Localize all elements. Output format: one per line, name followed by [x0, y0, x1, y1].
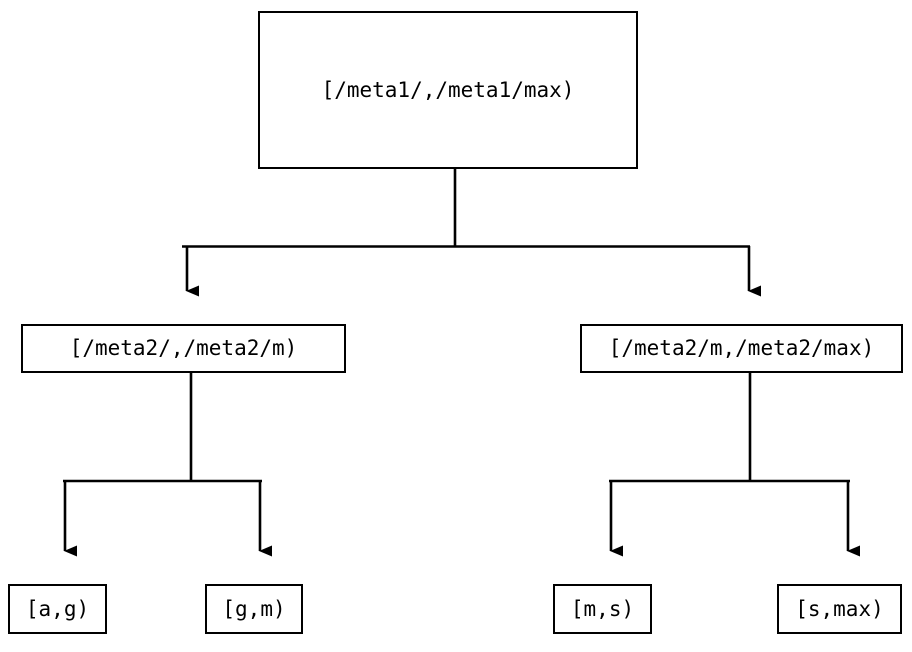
edge-level2-left-to-leaves	[63, 373, 272, 557]
tree-node-leaf-m-s[interactable]: [m,s)	[553, 584, 652, 634]
tree-node-level2-right[interactable]: [/meta2/m,/meta2/max)	[580, 324, 903, 373]
tree-node-root[interactable]: [/meta1/,/meta1/max)	[258, 11, 638, 169]
tree-node-leaf-m-s-label: [m,s)	[570, 596, 635, 621]
edge-root-to-level2	[182, 169, 761, 297]
tree-node-leaf-g-m-label: [g,m)	[222, 596, 286, 621]
edge-level2-right-to-leaves	[609, 373, 860, 557]
tree-node-leaf-s-max[interactable]: [s,max)	[777, 584, 902, 634]
tree-node-level2-left-label: [/meta2/,/meta2/m)	[69, 336, 298, 360]
tree-node-leaf-a-g[interactable]: [a,g)	[8, 584, 107, 634]
tree-node-level2-left[interactable]: [/meta2/,/meta2/m)	[21, 324, 346, 373]
tree-node-leaf-g-m[interactable]: [g,m)	[205, 584, 303, 634]
tree-node-root-label: [/meta1/,/meta1/max)	[321, 77, 575, 102]
tree-node-leaf-a-g-label: [a,g)	[25, 596, 90, 621]
tree-node-level2-right-label: [/meta2/m,/meta2/max)	[608, 336, 875, 360]
tree-node-leaf-s-max-label: [s,max)	[795, 596, 884, 621]
